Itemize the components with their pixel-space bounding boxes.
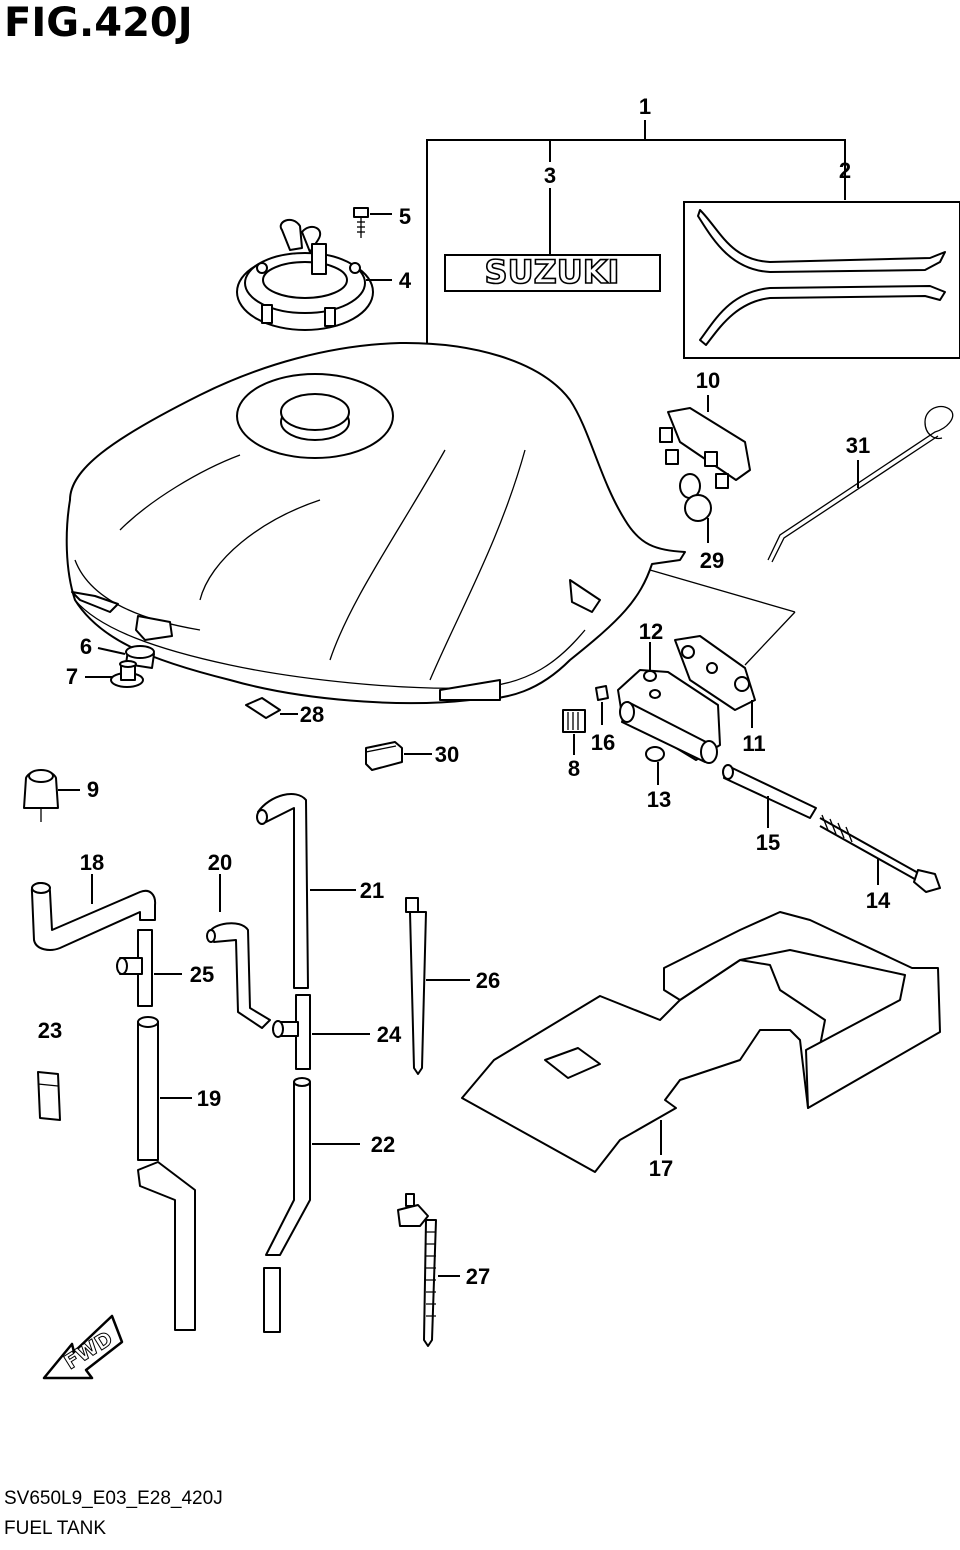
hose-part-21 [256, 793, 356, 989]
pad-part-28 [245, 697, 298, 719]
label-part-23 [37, 1071, 61, 1121]
callout-4: 4 [399, 268, 412, 293]
hose-part-19 [137, 1016, 196, 1331]
callout-20: 20 [208, 850, 232, 875]
callout-9: 9 [87, 777, 99, 802]
spacer-part-15 [722, 764, 817, 828]
forward-arrow-icon: FWD [42, 1314, 124, 1380]
exploded-parts-diagram: SUZUKI [23, 94, 960, 1380]
hinge-plate-part-11 [674, 635, 756, 728]
model-code: SV650L9_E03_E28_420J [4, 1488, 223, 1509]
callout-30: 30 [435, 742, 459, 767]
nut-part-13 [645, 746, 665, 785]
cap-part-9 [23, 769, 80, 822]
bolt-part-5 [353, 207, 392, 238]
callout-10: 10 [696, 368, 720, 393]
callout-12: 12 [639, 619, 663, 644]
damper-part-29 [679, 473, 712, 543]
callout-27: 27 [466, 1264, 490, 1289]
bolt-part-14 [819, 814, 941, 893]
collar-part-7 [85, 660, 144, 688]
callout-13: 13 [647, 787, 671, 812]
clamp-part-27 [397, 1193, 460, 1347]
callout-6: 6 [80, 634, 92, 659]
callout-19: 19 [197, 1086, 221, 1111]
callout-28: 28 [300, 702, 324, 727]
cushion-part-30 [365, 741, 432, 771]
bracket-group-1 [426, 120, 846, 348]
section-name: FUEL TANK [4, 1518, 107, 1539]
callout-24: 24 [377, 1022, 402, 1047]
tank-to-bracket-leader [649, 569, 796, 666]
callout-5: 5 [399, 204, 411, 229]
fuel-cap-part-4 [236, 218, 392, 331]
callout-26: 26 [476, 968, 500, 993]
hose-part-18 [30, 874, 157, 951]
callout-1: 1 [639, 94, 651, 119]
fuel-tank-body [65, 341, 686, 705]
callout-3: 3 [544, 163, 556, 188]
pipe-hinge [619, 701, 718, 764]
callout-21: 21 [360, 878, 384, 903]
callout-15: 15 [756, 830, 780, 855]
callout-16: 16 [591, 730, 615, 755]
callout-labels: 1 2 3 4 5 6 7 8 9 10 11 12 13 14 15 16 1… [38, 94, 891, 1289]
callout-8: 8 [568, 756, 580, 781]
rod-part-31 [767, 405, 954, 563]
clip-part-16 [595, 685, 609, 725]
trim-strips-part-2 [683, 201, 960, 359]
t-joint-part-25 [116, 929, 182, 1007]
callout-14: 14 [866, 888, 891, 913]
callout-31: 31 [846, 433, 870, 458]
heat-shield-part-17 [461, 911, 941, 1173]
callout-11: 11 [742, 731, 765, 756]
callout-17: 17 [649, 1156, 673, 1181]
bracket-part-10 [659, 395, 751, 489]
callout-29: 29 [700, 548, 724, 573]
tie-part-26 [405, 897, 470, 1075]
emblem-text: SUZUKI [485, 253, 620, 291]
figure-title: FIG.420J [4, 0, 193, 46]
callout-18: 18 [80, 850, 104, 875]
callout-23: 23 [38, 1018, 62, 1043]
hose-part-20 [206, 874, 271, 1029]
t-joint-part-24 [272, 994, 370, 1070]
callout-2: 2 [839, 158, 851, 183]
hose-part-22 [263, 1077, 360, 1333]
callout-22: 22 [371, 1132, 395, 1157]
callout-7: 7 [66, 664, 78, 689]
grille-part-8 [562, 709, 586, 755]
suzuki-emblem-part-3: SUZUKI [444, 252, 661, 292]
callout-25: 25 [190, 962, 214, 987]
